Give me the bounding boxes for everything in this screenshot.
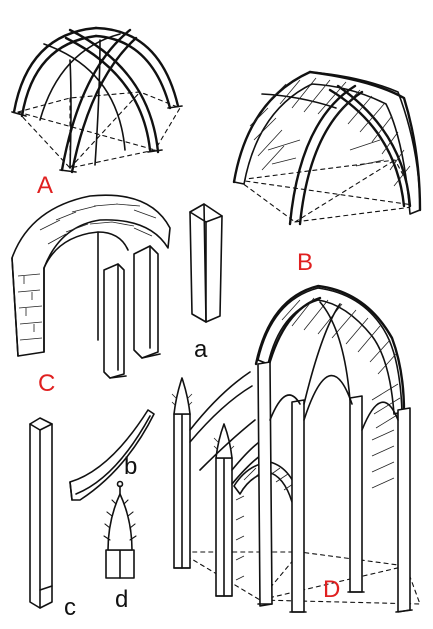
pinnacle-element-d	[103, 480, 137, 579]
barrel-vault-with-buttresses-C	[11, 194, 171, 379]
label-C: C	[38, 370, 56, 397]
label-D: D	[323, 576, 341, 603]
label-B: B	[297, 249, 314, 276]
flying-buttress-element-b	[69, 409, 155, 501]
label-a: a	[194, 336, 208, 363]
pillar-element-c	[29, 417, 53, 609]
cathedral-structure-D	[171, 284, 421, 613]
pier-element-a	[189, 203, 223, 323]
label-b: b	[124, 453, 138, 480]
label-d: d	[115, 586, 129, 613]
label-c: c	[64, 594, 76, 621]
label-A: A	[37, 172, 54, 199]
rib-vault-with-webbing-B	[232, 70, 422, 226]
rib-vault-skeleton-A	[11, 26, 183, 174]
